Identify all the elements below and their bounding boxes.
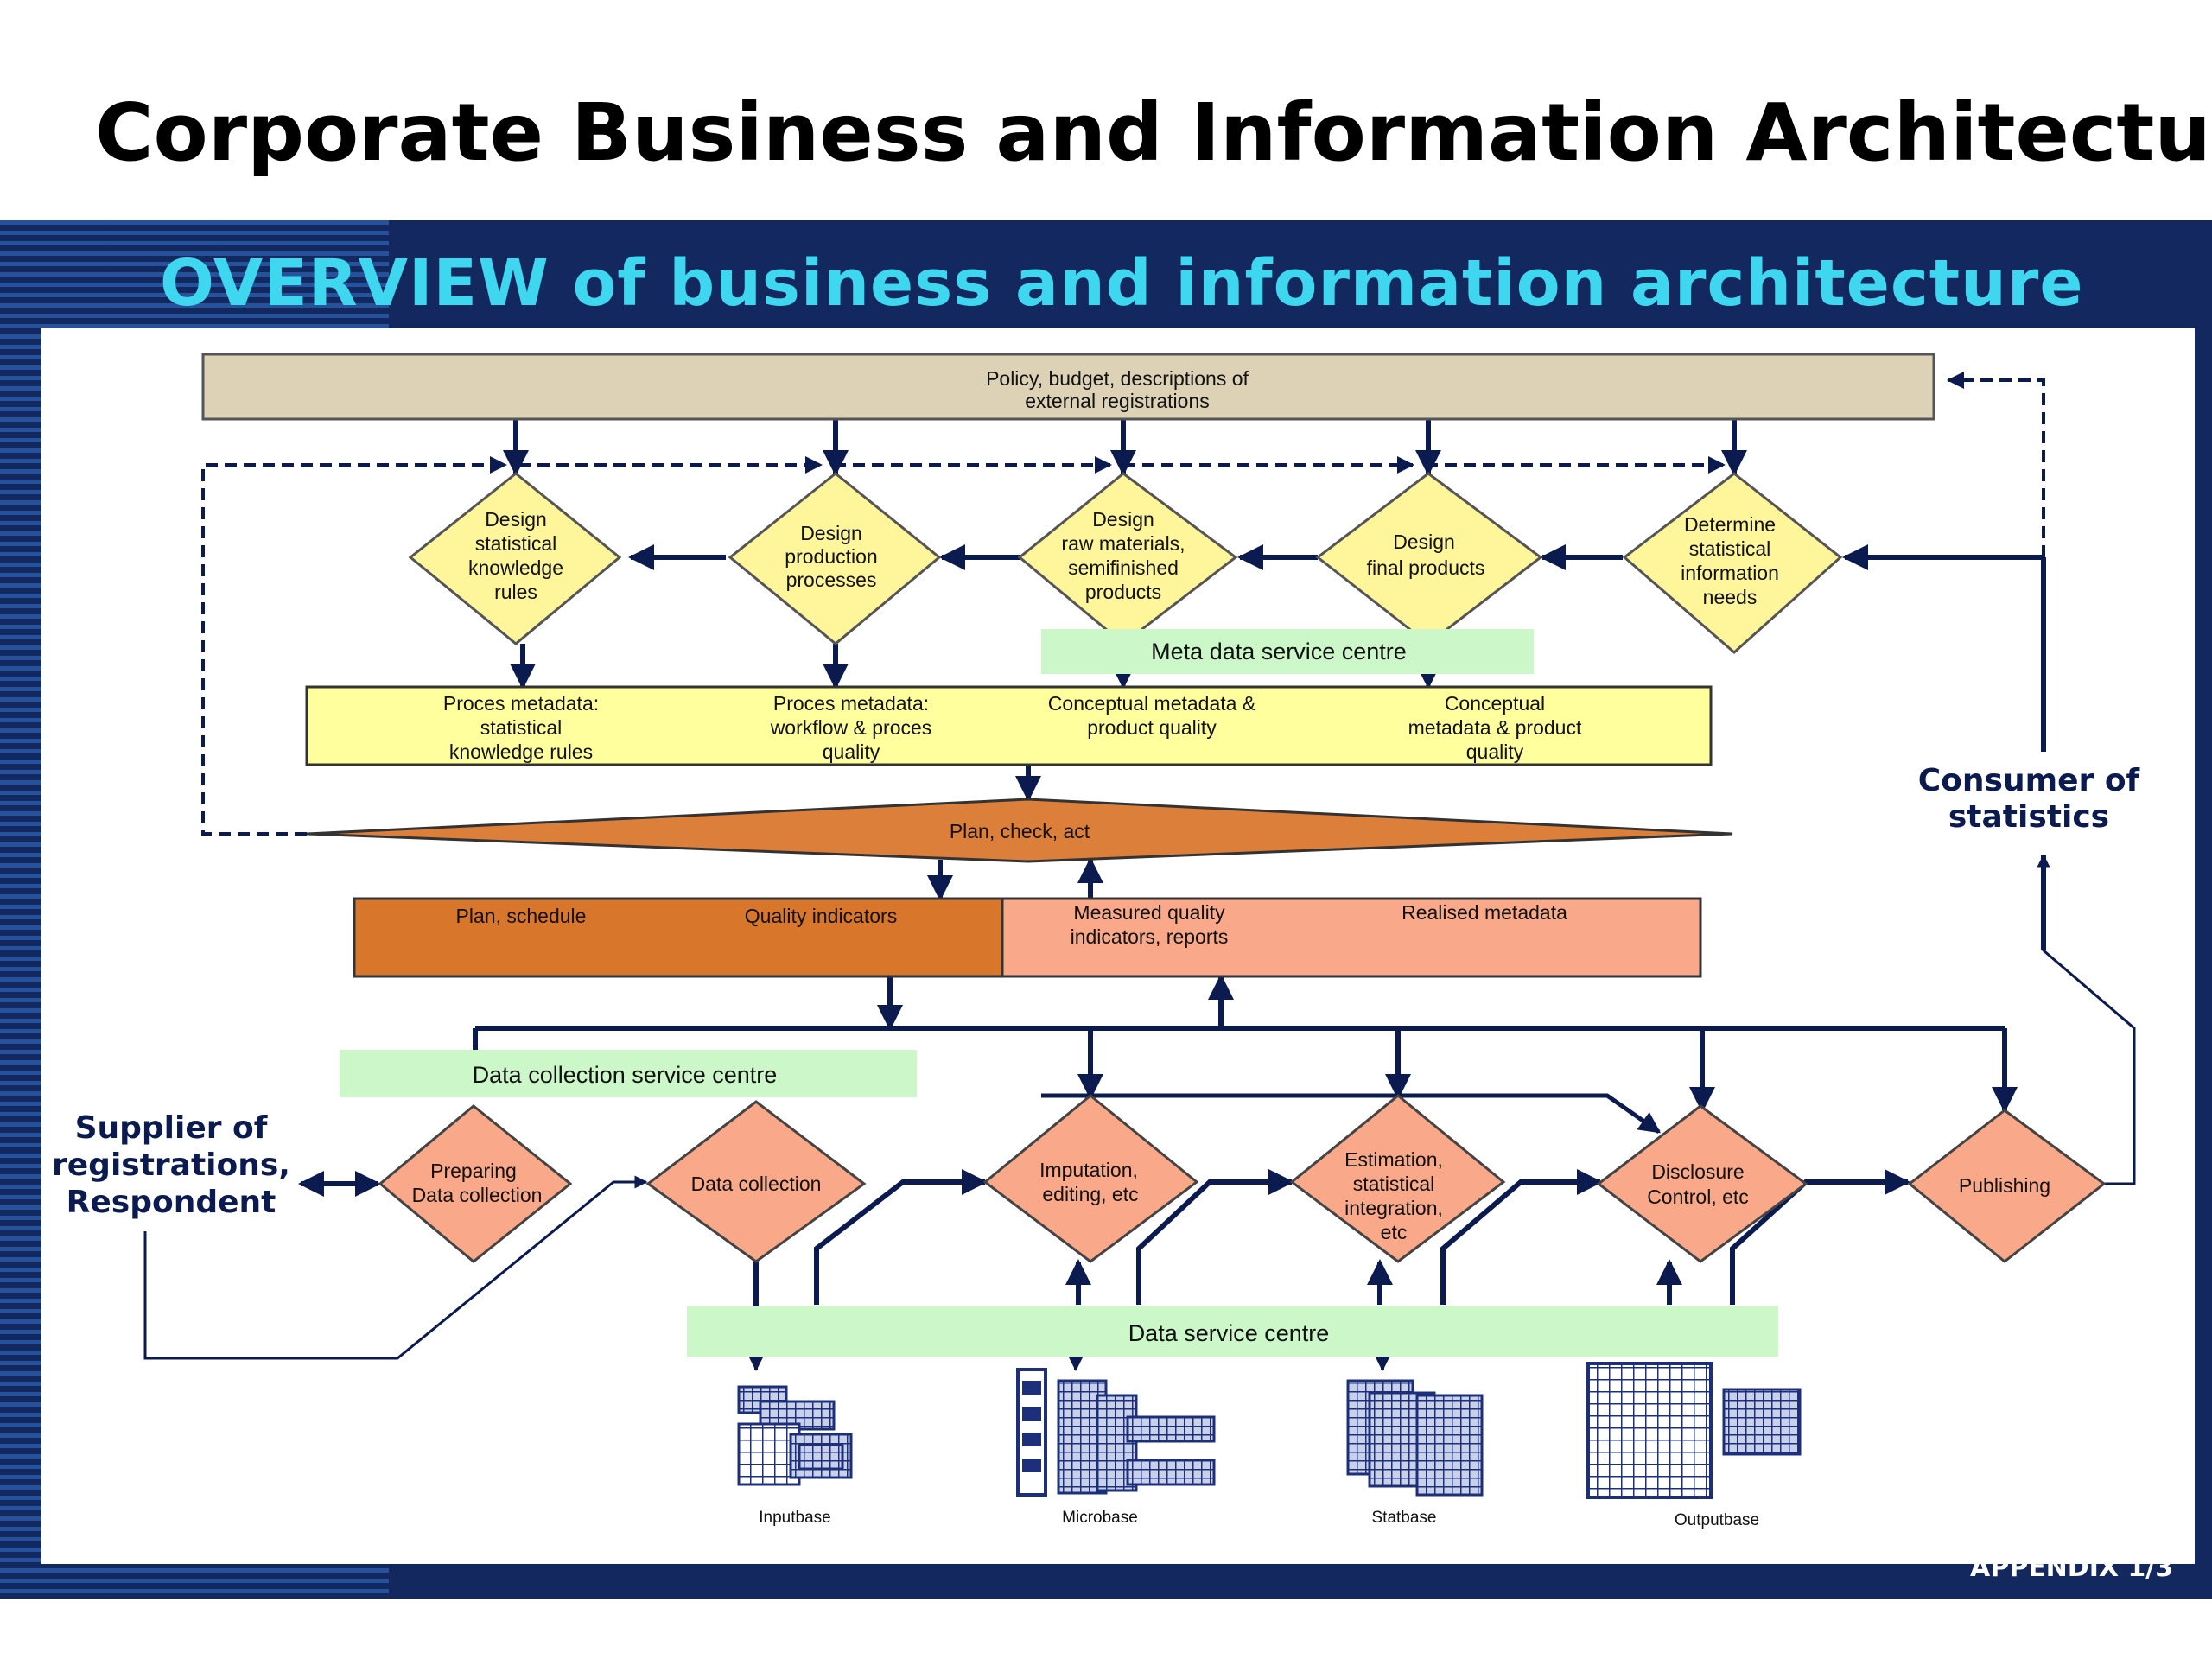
measured-quality-line-1: Measured quality (1073, 901, 1225, 924)
plan-quality-bar (353, 897, 1004, 978)
supplier-line-2: registrations, (52, 1147, 290, 1183)
determine-needs-line-4: needs (1703, 586, 1758, 608)
policy-box-line-1: Policy, budget, descriptions of (986, 367, 1249, 390)
quality-indicators-label: Quality indicators (745, 905, 897, 927)
slide-title: Corporate Business and Information Archi… (95, 86, 2212, 179)
overview-title: OVERVIEW of business and information arc… (160, 246, 2084, 321)
determine-needs-line-2: statistical (1689, 537, 1771, 560)
metadata-col-2-line-1: Proces metadata: (773, 692, 929, 715)
outputbase-icon (1586, 1362, 1802, 1499)
design-production-line-3: processes (786, 569, 877, 591)
imputation-diamond (982, 1094, 1199, 1263)
metadata-col-1-line-3: knowledge rules (449, 741, 593, 763)
statbase-icon (1346, 1379, 1484, 1497)
consumer-line-1: Consumer of (1918, 763, 2140, 798)
determine-needs-diamond (1622, 472, 1843, 654)
plan-check-act-shape (306, 798, 1733, 863)
disclosure-line-2: Control, etc (1647, 1185, 1749, 1208)
design-production-line-2: production (785, 545, 877, 568)
consumer-line-2: statistics (1948, 799, 2109, 835)
policy-box-line-2: external registrations (1025, 390, 1210, 412)
realised-metadata-label: Realised metadata (1402, 901, 1567, 924)
meta-data-service-centre (1041, 629, 1534, 674)
appendix-label: APPENDIX 1/3 (1970, 1553, 2174, 1583)
design-knowledge-rules-line-1: Design (485, 508, 547, 531)
data-service-centre (687, 1306, 1778, 1357)
publishing-label: Publishing (1959, 1174, 2050, 1197)
statbase-label: Statbase (1372, 1509, 1437, 1527)
inputbase-label: Inputbase (759, 1509, 830, 1527)
supplier-line-3: Respondent (67, 1185, 276, 1220)
design-production-line-1: Design (800, 522, 862, 544)
measured-quality-bar (1001, 897, 1702, 978)
design-raw-materials-line-2: raw materials, (1061, 532, 1185, 555)
data-service-centre-label: Data service centre (1128, 1320, 1330, 1346)
data-collection-diamond (645, 1100, 867, 1263)
data-collection-service-centre-label: Data collection service centre (473, 1062, 778, 1088)
design-final-products-line-2: final products (1367, 556, 1485, 579)
metadata-col-2-line-2: workflow & proces (770, 716, 932, 739)
estimation-line-3: integration, (1344, 1197, 1443, 1219)
design-raw-materials-line-1: Design (1092, 508, 1154, 531)
determine-needs-line-1: Determine (1684, 513, 1776, 536)
metadata-row (305, 685, 1713, 766)
preparing-line-2: Data collection (412, 1184, 543, 1206)
metadata-col-3-line-2: product quality (1087, 716, 1217, 739)
estimation-diamond (1289, 1094, 1506, 1263)
metadata-col-1-line-1: Proces metadata: (443, 692, 599, 715)
imputation-line-1: Imputation, (1039, 1159, 1138, 1181)
design-knowledge-rules-line-4: rules (494, 581, 537, 603)
measured-quality-line-2: indicators, reports (1071, 925, 1229, 948)
design-raw-materials-line-3: semifinished (1068, 556, 1179, 579)
design-raw-materials-line-4: products (1085, 581, 1161, 603)
connector-lines (143, 372, 2136, 1371)
metadata-col-1-line-2: statistical (480, 716, 563, 739)
outputbase-label: Outputbase (1675, 1511, 1759, 1529)
plan-schedule-label: Plan, schedule (456, 905, 587, 927)
inputbase-icon (737, 1385, 853, 1486)
determine-needs-line-3: information (1681, 562, 1779, 584)
publishing-diamond (1907, 1109, 2107, 1263)
preparing-line-1: Preparing (430, 1160, 517, 1182)
metadata-col-4-line-3: quality (1466, 741, 1524, 763)
metadata-col-4-line-1: Conceptual (1445, 692, 1545, 715)
estimation-line-1: Estimation, (1344, 1148, 1443, 1171)
design-knowledge-rules-line-2: statistical (475, 532, 557, 555)
imputation-line-2: editing, etc (1042, 1183, 1138, 1205)
policy-box (201, 353, 1936, 421)
metadata-col-4-line-2: metadata & product (1408, 716, 1582, 739)
preparing-diamond (378, 1104, 573, 1263)
supplier-line-1: Supplier of (75, 1110, 268, 1146)
design-knowledge-rules-diamond (408, 472, 622, 645)
microbase-icon (1016, 1368, 1216, 1497)
plan-check-act-label: Plan, check, act (950, 820, 1090, 842)
estimation-line-2: statistical (1353, 1173, 1435, 1195)
design-final-products-line-1: Design (1393, 531, 1455, 553)
meta-data-service-centre-label: Meta data service centre (1151, 639, 1407, 664)
data-collection-label: Data collection (691, 1173, 822, 1195)
disclosure-diamond (1596, 1104, 1808, 1263)
design-production-diamond (728, 472, 942, 645)
estimation-line-4: etc (1381, 1221, 1408, 1243)
microbase-label: Microbase (1062, 1509, 1138, 1527)
data-collection-service-centre (340, 1050, 917, 1097)
metadata-col-2-line-3: quality (823, 741, 880, 763)
disclosure-line-1: Disclosure (1651, 1160, 1744, 1183)
metadata-col-3-line-1: Conceptual metadata & (1048, 692, 1255, 715)
design-knowledge-rules-line-3: knowledge (468, 556, 563, 579)
